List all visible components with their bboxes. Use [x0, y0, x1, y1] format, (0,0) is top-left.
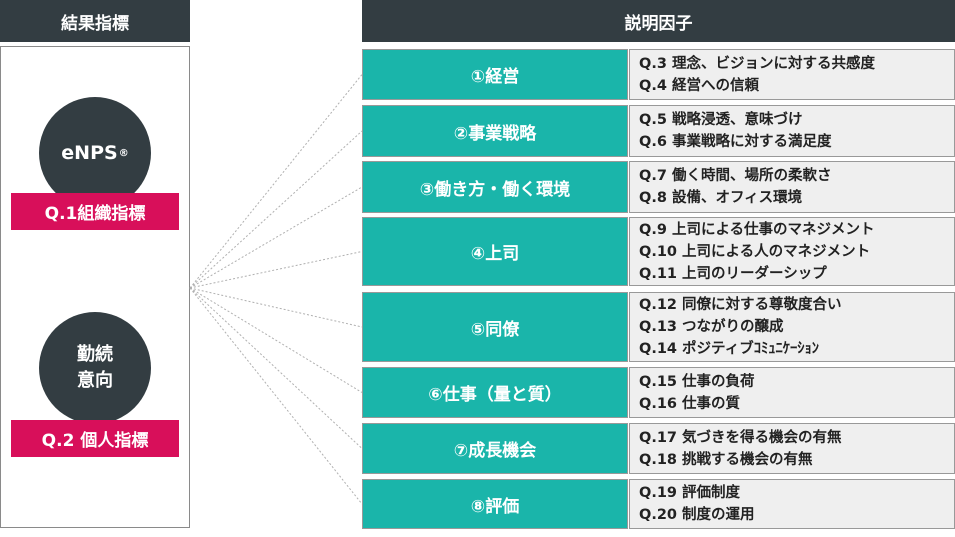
- result-indicator-header: 結果指標: [0, 0, 190, 42]
- question-item: Q.15 仕事の負荷: [639, 373, 755, 390]
- question-item: Q.7 働く時間、場所の柔軟さ: [639, 168, 832, 184]
- question-item: Q.18 挑戦する機会の有無: [639, 451, 813, 468]
- factor-questions-5: Q.12 同僚に対する尊敬度合い Q.13 つながりの醸成 Q.14 ポジティブｺﾐ…: [629, 292, 955, 362]
- factor-questions-8: Q.19 評価制度 Q.20 制度の運用: [629, 479, 955, 529]
- factor-questions-6: Q.15 仕事の負荷 Q.16 仕事の質: [629, 367, 955, 418]
- enps-circle: eNPS®: [39, 97, 151, 209]
- question-item: Q.5 戦略浸透、意味づけ: [639, 112, 803, 128]
- factor-questions-2: Q.5 戦略浸透、意味づけ Q.6 事業戦略に対する満足度: [629, 105, 955, 157]
- enps-tag: Q.1組織指標: [11, 193, 179, 230]
- enps-label: eNPS: [61, 142, 118, 164]
- connector-line-5: [189, 287, 363, 328]
- connector-line-4: [189, 251, 363, 289]
- factor-label-6: ⑥仕事（量と質）: [362, 367, 628, 418]
- retention-intent-line1: 勤続: [77, 344, 113, 365]
- connector-line-7: [189, 287, 363, 449]
- connector-line-1: [189, 74, 363, 289]
- question-item: Q.16 仕事の質: [639, 395, 741, 412]
- registered-mark: ®: [118, 147, 129, 159]
- factor-label-1: ①経営: [362, 49, 628, 100]
- factor-label-7: ⑦成長機会: [362, 423, 628, 474]
- question-item: Q.12 同僚に対する尊敬度合い: [639, 297, 842, 313]
- factor-label-3: ③働き方・働く環境: [362, 161, 628, 213]
- factor-label-4: ④上司: [362, 217, 628, 286]
- question-item: Q.13 つながりの醸成: [639, 319, 784, 335]
- explanatory-factor-header: 説明因子: [362, 0, 955, 42]
- question-item: Q.17 気づきを得る機会の有無: [639, 429, 842, 446]
- factor-questions-7: Q.17 気づきを得る機会の有無 Q.18 挑戦する機会の有無: [629, 423, 955, 474]
- question-item: Q.19 評価制度: [639, 485, 741, 501]
- question-item: Q.6 事業戦略に対する満足度: [639, 134, 832, 150]
- connector-line-3: [189, 186, 363, 289]
- retention-intent-tag: Q.2 個人指標: [11, 420, 179, 457]
- factor-label-5: ⑤同僚: [362, 292, 628, 362]
- factor-label-2: ②事業戦略: [362, 105, 628, 157]
- factor-questions-1: Q.3 理念、ビジョンに対する共感度 Q.4 経営への信頼: [629, 49, 955, 100]
- retention-intent-circle: 勤続 意向: [39, 312, 151, 424]
- factor-questions-4: Q.9 上司による仕事のマネジメント Q.10 上司による人のマネジメント Q.11…: [629, 217, 955, 286]
- factor-label-8: ⑧評価: [362, 479, 628, 529]
- connector-line-8: [189, 287, 363, 505]
- question-item: Q.4 経営への信頼: [639, 77, 759, 94]
- question-item: Q.14 ポジティブｺﾐｭﾆｹｰｼｮﾝ: [639, 341, 819, 357]
- question-item: Q.8 設備、オフィス環境: [639, 190, 803, 206]
- factor-questions-3: Q.7 働く時間、場所の柔軟さ Q.8 設備、オフィス環境: [629, 161, 955, 213]
- retention-intent-line2: 意向: [77, 370, 113, 391]
- connector-line-6: [189, 287, 363, 393]
- question-item: Q.11 上司のリーダーシップ: [639, 265, 827, 282]
- question-item: Q.3 理念、ビジョンに対する共感度: [639, 55, 875, 72]
- question-item: Q.10 上司による人のマネジメント: [639, 243, 871, 260]
- question-item: Q.9 上司による仕事のマネジメント: [639, 221, 875, 238]
- question-item: Q.20 制度の運用: [639, 507, 755, 523]
- connector-line-2: [189, 130, 363, 289]
